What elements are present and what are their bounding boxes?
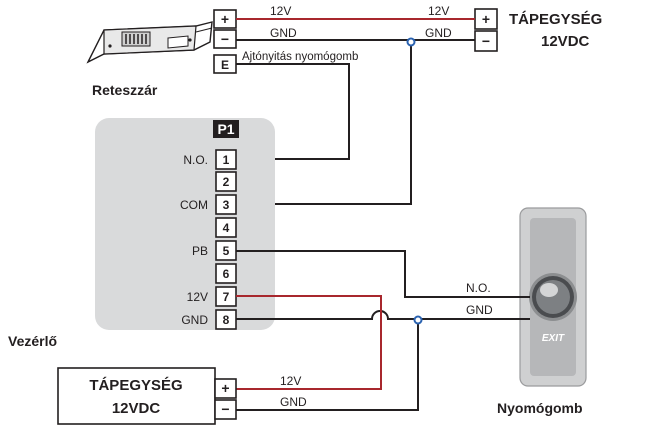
wire-pb-to-button-no xyxy=(236,250,530,298)
label-gnd-right: GND xyxy=(425,26,452,40)
svg-text:GND: GND xyxy=(181,313,208,327)
svg-text:5: 5 xyxy=(223,244,230,258)
lock-label: Reteszzár xyxy=(92,82,158,98)
svg-text:4: 4 xyxy=(223,221,230,235)
junction-top xyxy=(406,37,416,47)
label-12v-left: 12V xyxy=(270,4,291,18)
label-exit-wire: Ajtónyitás nyomógomb xyxy=(242,51,358,63)
label-bottom-gnd: GND xyxy=(280,395,307,409)
controller-body xyxy=(95,118,275,330)
label-button-gnd: GND xyxy=(466,303,493,317)
junction-bottom xyxy=(413,315,423,325)
svg-text:1: 1 xyxy=(223,153,230,167)
label-button-no: N.O. xyxy=(466,281,491,295)
svg-text:2: 2 xyxy=(223,175,230,189)
lock-terminal-plus: + xyxy=(213,9,237,29)
svg-text:N.O.: N.O. xyxy=(183,153,208,167)
wire-gnd-to-psu-bottom xyxy=(236,323,419,411)
psu-bottom-box xyxy=(57,367,216,425)
electric-lock-icon xyxy=(86,21,213,64)
svg-text:−: − xyxy=(221,401,229,417)
psu-bottom-title: TÁPEGYSÉG xyxy=(89,377,182,394)
wire-gnd-to-com xyxy=(236,44,412,205)
svg-text:7: 7 xyxy=(223,290,230,304)
svg-text:COM: COM xyxy=(180,198,208,212)
psu-bottom-voltage: 12VDC xyxy=(112,400,161,417)
button-label: Nyomógomb xyxy=(497,400,583,416)
exit-button-face-text: EXIT xyxy=(542,333,565,344)
svg-text:PB: PB xyxy=(192,244,208,258)
psu-top-terminal-plus: + xyxy=(474,8,498,30)
psu-bottom-terminal-plus: + xyxy=(214,378,237,399)
psu-bottom-terminal-minus: − xyxy=(214,399,237,420)
svg-text:+: + xyxy=(482,11,490,27)
svg-text:E: E xyxy=(221,58,229,72)
lock-terminal-minus: − xyxy=(213,29,237,49)
controller-label: Vezérlő xyxy=(8,333,57,349)
controller-pin-4: 4 xyxy=(215,217,237,238)
svg-text:12V: 12V xyxy=(187,290,208,304)
psu-top-terminal-minus: − xyxy=(474,30,498,52)
controller-pin-5: 5 PB xyxy=(192,240,237,261)
connector-p1-label: P1 xyxy=(217,121,234,137)
label-gnd-left: GND xyxy=(270,26,297,40)
svg-text:3: 3 xyxy=(223,198,230,212)
controller-pin-8: 8 GND xyxy=(181,309,237,330)
wire-12v-to-psu-bottom xyxy=(236,295,382,390)
wire-lock-e-to-no xyxy=(236,63,350,160)
psu-top-voltage: 12VDC xyxy=(541,33,590,50)
svg-text:+: + xyxy=(221,380,229,396)
label-bottom-12v: 12V xyxy=(280,374,301,388)
controller-pin-7: 7 12V xyxy=(187,286,237,307)
controller-pin-2: 2 xyxy=(215,171,237,192)
controller-pin-3: 3 COM xyxy=(180,194,237,215)
psu-top-title: TÁPEGYSÉG xyxy=(509,11,602,28)
connector-p1-tag xyxy=(213,120,239,138)
svg-text:6: 6 xyxy=(223,267,230,281)
svg-text:−: − xyxy=(221,31,229,47)
exit-button-icon: EXIT xyxy=(519,207,587,387)
lock-terminal-e: E xyxy=(213,54,237,74)
controller-pin-6: 6 xyxy=(215,263,237,284)
label-12v-right: 12V xyxy=(428,4,449,18)
svg-text:8: 8 xyxy=(223,313,230,327)
controller-pin-1: 1 N.O. xyxy=(183,149,237,170)
svg-text:−: − xyxy=(482,33,490,49)
svg-text:+: + xyxy=(221,11,229,27)
